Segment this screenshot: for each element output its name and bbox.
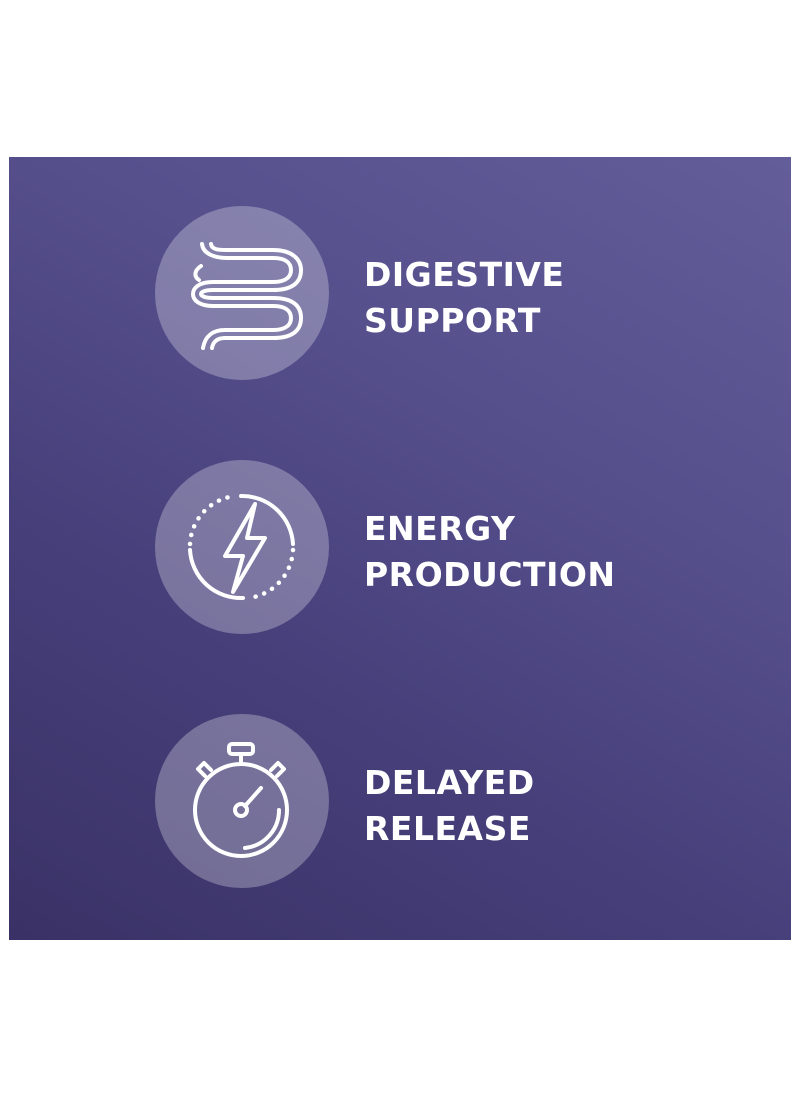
feature-label: ENERGY PRODUCTION	[364, 506, 616, 598]
feature-energy-production: ENERGY PRODUCTION	[9, 460, 791, 636]
feature-label: DIGESTIVE SUPPORT	[364, 252, 564, 344]
stopwatch-icon	[193, 742, 289, 858]
icon-badge	[155, 714, 329, 888]
feature-label-line2: RELEASE	[364, 809, 531, 848]
feature-label: DELAYED RELEASE	[364, 760, 535, 852]
feature-delayed-release: DELAYED RELEASE	[9, 714, 791, 890]
feature-label-line1: ENERGY	[364, 509, 516, 548]
intestine-icon	[191, 242, 303, 350]
icon-badge	[155, 460, 329, 634]
feature-label-line2: PRODUCTION	[364, 555, 616, 594]
feature-label-line2: SUPPORT	[364, 301, 541, 340]
features-panel: DIGESTIVE SUPPORT ENERGY PRODUCTION	[9, 157, 791, 940]
icon-badge	[155, 206, 329, 380]
feature-label-line1: DELAYED	[364, 763, 535, 802]
feature-label-line1: DIGESTIVE	[364, 255, 565, 294]
lightning-bolt-icon	[187, 493, 296, 601]
feature-digestive-support: DIGESTIVE SUPPORT	[9, 206, 791, 382]
